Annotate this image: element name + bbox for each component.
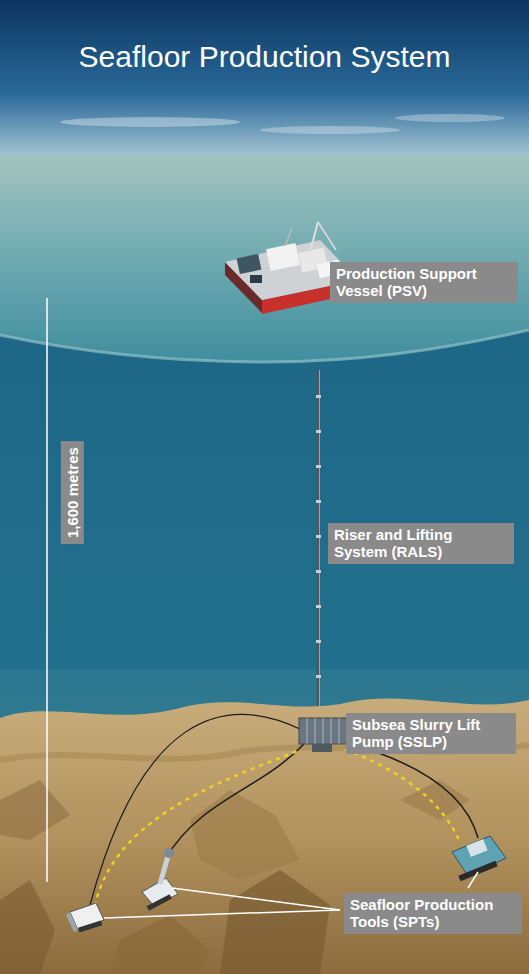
dimension-label: 1,600 metres (60, 441, 83, 544)
label-text: Seafloor Production Tools (SPTs) (350, 896, 516, 931)
pump-figure (299, 718, 347, 752)
leader-line (468, 872, 478, 888)
riser-figure (316, 370, 321, 720)
seafloor-tool-figure (142, 848, 178, 911)
label-text: 1,600 metres (63, 447, 80, 538)
depth-line (46, 298, 48, 882)
callout-label: Production Support Vessel (PSV) (330, 262, 518, 303)
callout-label: Seafloor Production Tools (SPTs) (344, 893, 522, 934)
label-text: Subsea Slurry Lift Pump (SSLP) (352, 716, 510, 751)
label-text: Riser and Lifting System (RALS) (334, 526, 508, 561)
leader-line (104, 910, 340, 918)
label-text: Production Support Vessel (PSV) (336, 265, 512, 300)
callout-label: Riser and Lifting System (RALS) (328, 523, 514, 564)
diagram-title: Seafloor Production System (0, 40, 529, 74)
seafloor-tool-figure (452, 836, 506, 881)
seafloor-tool-figure (66, 903, 104, 933)
leader-line (172, 888, 340, 910)
callout-label: Subsea Slurry Lift Pump (SSLP) (346, 713, 516, 754)
